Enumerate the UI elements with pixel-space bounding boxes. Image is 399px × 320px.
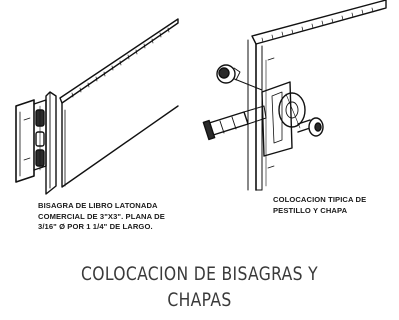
lock-caption-line-1: COLOCACION TIPICA DE bbox=[273, 195, 367, 204]
diagram-title-line-2: CHAPAS bbox=[167, 289, 232, 311]
knob-spindle bbox=[297, 119, 311, 133]
frame-jamb bbox=[45, 91, 57, 195]
knob-spindle-left bbox=[231, 77, 263, 91]
door-face bbox=[61, 102, 179, 188]
hinge-caption-line-3: 3/16" Ø POR 1 1/4" DE LARGO. bbox=[38, 222, 153, 231]
lock-caption-line-2: PESTILLO Y CHAPA bbox=[273, 205, 348, 215]
rose-plate bbox=[278, 92, 306, 128]
hinge-caption: BISAGRA DE LIBRO LATONADA COMERCIAL DE 3… bbox=[38, 201, 165, 233]
lock-illustration bbox=[202, 0, 387, 191]
hinge-leaf-outer bbox=[15, 99, 35, 183]
latch-faceplate bbox=[261, 81, 293, 157]
hinge-caption-line-2: COMERCIAL DE 3"X3". PLANA DE bbox=[38, 211, 165, 221]
lock-caption: COLOCACION TIPICA DE PESTILLO Y CHAPA bbox=[273, 195, 366, 216]
diagram-title-line-1: COLOCACION DE BISAGRAS Y bbox=[81, 263, 318, 285]
hinge-illustration bbox=[15, 18, 179, 195]
door-top-edge bbox=[59, 18, 179, 104]
door-edge-hatch-right bbox=[261, 7, 374, 43]
hinge-caption-line-1: BISAGRA DE LIBRO LATONADA bbox=[38, 201, 158, 210]
door-edge-hatch bbox=[71, 27, 170, 98]
door-top-edge-right bbox=[251, 0, 387, 45]
